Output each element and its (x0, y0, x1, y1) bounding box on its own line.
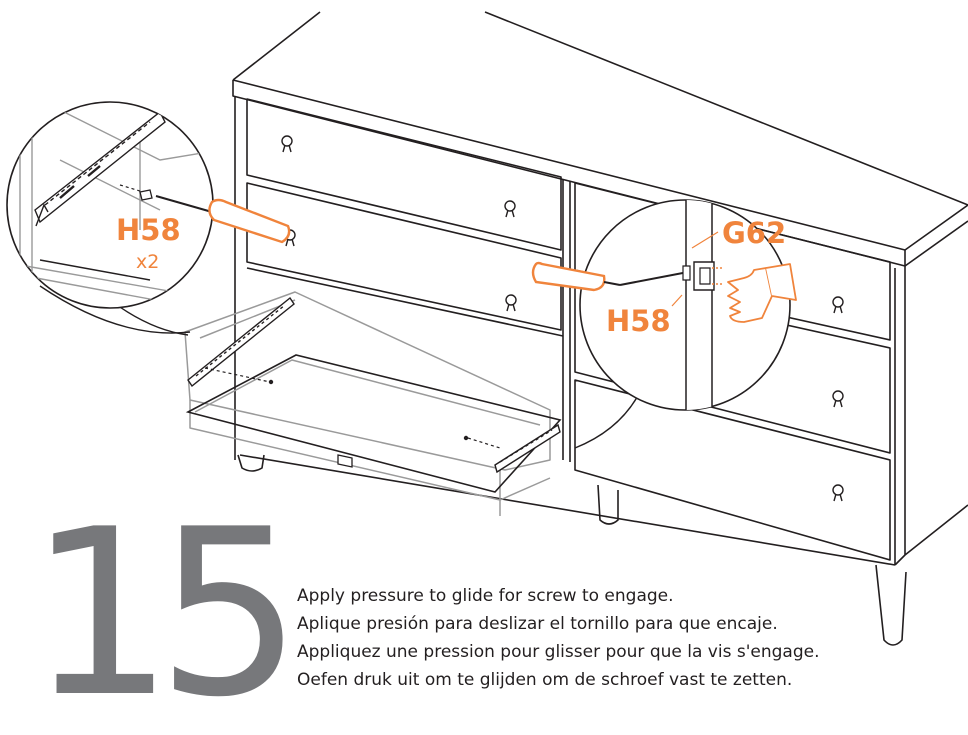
left-drawer-middle (246, 182, 562, 331)
instruction-nl: Oefen druk uit om te glijden om de schro… (297, 670, 793, 690)
right-drawer-top (574, 182, 891, 341)
instructions: Apply pressure to glide for screw to eng… (297, 582, 957, 694)
left-part-label: H58 (116, 213, 181, 247)
step-number: 15 (28, 481, 303, 735)
dresser-top (232, 11, 968, 251)
center-divider (562, 179, 571, 462)
right-drawer-bottom (574, 379, 891, 561)
open-drawer-bottom (185, 354, 562, 493)
screwdriver-icon (531, 261, 621, 292)
right-detail-callout: G62 H58 (531, 199, 797, 449)
screw-icon (139, 189, 153, 201)
press-hand-icon (727, 263, 797, 323)
left-part-quantity: x2 (136, 251, 159, 273)
dresser-leg (237, 454, 265, 472)
glide-bracket (693, 261, 715, 291)
side-panel-section (685, 200, 713, 410)
screw-guide (204, 367, 501, 449)
left-detail-callout: H58 x2 (6, 101, 291, 336)
screwdriver-icon (155, 195, 291, 244)
instruction-fr: Appliquez une pression pour glisser pour… (297, 642, 820, 662)
right-part-label-bottom: H58 (606, 304, 671, 338)
instruction-en: Apply pressure to glide for screw to eng… (297, 586, 674, 606)
instruction-es: Aplique presión para deslizar el tornill… (297, 614, 778, 634)
left-drawer-top (246, 98, 562, 251)
dresser-body (234, 96, 896, 566)
drawer-latch (337, 454, 353, 468)
dresser-leg (597, 484, 619, 525)
screw-hole (463, 435, 469, 441)
drawer-slide (187, 296, 561, 474)
screw-hole (268, 379, 274, 385)
dresser-leg (875, 564, 907, 646)
right-part-label-top: G62 (722, 216, 786, 250)
